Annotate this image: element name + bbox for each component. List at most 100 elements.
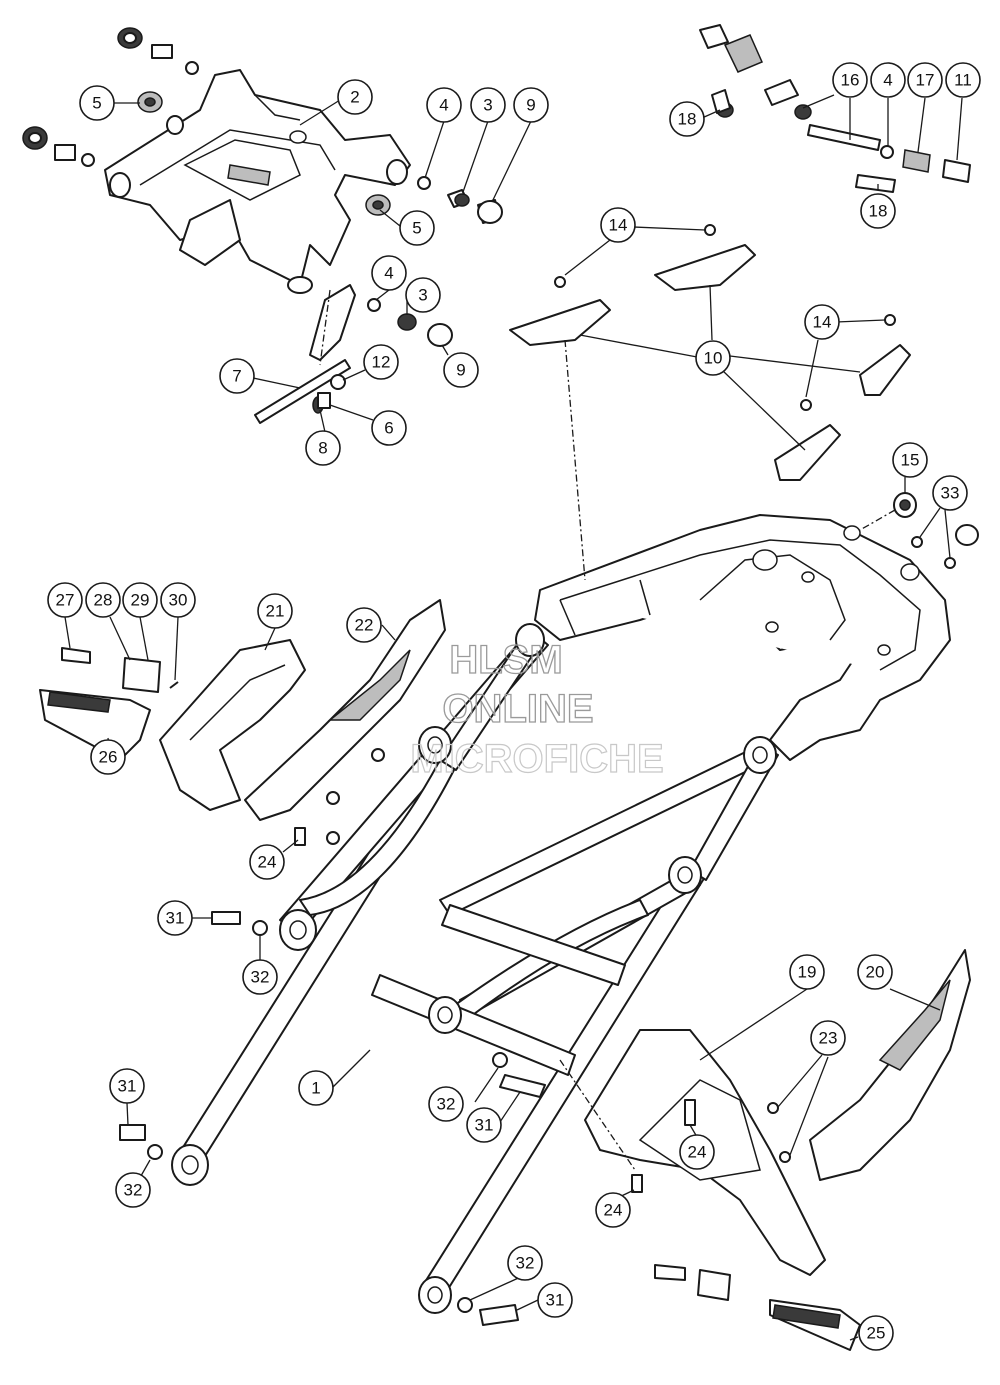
callout-11: 11 [945, 62, 981, 98]
callouts: 1 2 3 3 4 4 4 5 5 6 7 8 9 9 10 11 12 14 … [47, 62, 981, 1351]
svg-text:31: 31 [546, 1291, 565, 1310]
callout-21: 21 [257, 593, 293, 629]
svg-text:14: 14 [813, 313, 832, 332]
svg-text:22: 22 [355, 616, 374, 635]
svg-text:31: 31 [475, 1116, 494, 1135]
callout-14: 14 [600, 207, 636, 243]
top-right-bushings [699, 24, 971, 193]
callout-19: 19 [789, 954, 825, 990]
front-bracket [104, 69, 411, 294]
top-left-fasteners [22, 27, 391, 216]
callout-5: 5 [399, 210, 435, 246]
watermark-line2: ONLINE [442, 687, 593, 731]
callout-30: 30 [160, 582, 196, 618]
callout-4: 4 [426, 87, 462, 123]
svg-text:31: 31 [166, 909, 185, 928]
callout-9: 9 [513, 87, 549, 123]
svg-text:4: 4 [883, 71, 892, 90]
callout-24: 24 [595, 1192, 631, 1228]
top-fasteners-3-4-9 [367, 176, 503, 347]
watermark-line3: MICROFICHE [410, 737, 663, 781]
callout-12: 12 [363, 344, 399, 380]
callout-32: 32 [242, 959, 278, 995]
callout-2: 2 [337, 79, 373, 115]
svg-text:6: 6 [384, 419, 393, 438]
svg-text:5: 5 [92, 94, 101, 113]
svg-text:1: 1 [311, 1079, 320, 1098]
svg-text:24: 24 [688, 1143, 707, 1162]
callout-26: 26 [90, 739, 126, 775]
svg-text:3: 3 [418, 286, 427, 305]
rod-assembly [254, 284, 356, 424]
left-footrest-parts [39, 599, 446, 936]
callout-7: 7 [219, 358, 255, 394]
svg-text:17: 17 [916, 71, 935, 90]
svg-text:23: 23 [819, 1029, 838, 1048]
side-covers [509, 224, 911, 481]
callout-25: 25 [858, 1315, 894, 1351]
svg-text:19: 19 [798, 963, 817, 982]
callout-5: 5 [79, 85, 115, 121]
callout-32: 32 [115, 1172, 151, 1208]
callout-6: 6 [371, 410, 407, 446]
svg-text:12: 12 [372, 353, 391, 372]
callout-32: 32 [428, 1086, 464, 1122]
svg-text:16: 16 [841, 71, 860, 90]
callout-4: 4 [870, 62, 906, 98]
callout-20: 20 [857, 954, 893, 990]
svg-text:32: 32 [124, 1181, 143, 1200]
svg-text:31: 31 [118, 1077, 137, 1096]
callout-18: 18 [860, 193, 896, 229]
callout-31: 31 [466, 1107, 502, 1143]
svg-text:3: 3 [483, 96, 492, 115]
callout-17: 17 [907, 62, 943, 98]
svg-text:20: 20 [866, 963, 885, 982]
callout-3: 3 [470, 87, 506, 123]
svg-text:9: 9 [526, 96, 535, 115]
svg-text:4: 4 [439, 96, 448, 115]
callout-28: 28 [85, 582, 121, 618]
svg-text:15: 15 [901, 451, 920, 470]
callout-4: 4 [371, 255, 407, 291]
svg-text:14: 14 [609, 216, 628, 235]
callout-31: 31 [157, 900, 193, 936]
callout-31: 31 [109, 1068, 145, 1104]
svg-text:7: 7 [232, 367, 241, 386]
svg-text:18: 18 [678, 110, 697, 129]
callout-18: 18 [669, 101, 705, 137]
svg-text:18: 18 [869, 202, 888, 221]
callout-1: 1 [298, 1070, 334, 1106]
svg-text:11: 11 [954, 71, 972, 90]
svg-text:10: 10 [704, 349, 723, 368]
svg-text:5: 5 [412, 219, 421, 238]
callout-24: 24 [249, 844, 285, 880]
callout-16: 16 [832, 62, 868, 98]
callout-9: 9 [443, 352, 479, 388]
watermark-line1: HLSM [449, 638, 562, 682]
svg-text:29: 29 [131, 591, 150, 610]
rear-frame [171, 514, 951, 1314]
callout-27: 27 [47, 582, 83, 618]
callout-23: 23 [810, 1020, 846, 1056]
svg-text:25: 25 [867, 1324, 886, 1343]
callout-8: 8 [305, 430, 341, 466]
svg-text:9: 9 [456, 361, 465, 380]
svg-text:32: 32 [516, 1254, 535, 1273]
rubber-parts [893, 492, 979, 569]
watermark: HLSM ONLINE MICROFICHE [410, 637, 665, 781]
callout-22: 22 [346, 607, 382, 643]
svg-text:32: 32 [437, 1095, 456, 1114]
callout-3: 3 [405, 277, 441, 313]
svg-text:4: 4 [384, 264, 393, 283]
svg-text:33: 33 [941, 484, 960, 503]
svg-text:30: 30 [169, 591, 188, 610]
callout-15: 15 [892, 442, 928, 478]
svg-text:27: 27 [56, 591, 75, 610]
svg-text:24: 24 [258, 853, 277, 872]
callout-33: 33 [932, 475, 968, 511]
callout-24: 24 [679, 1134, 715, 1170]
svg-text:21: 21 [266, 602, 285, 621]
svg-text:2: 2 [350, 88, 359, 107]
callout-32: 32 [507, 1245, 543, 1281]
